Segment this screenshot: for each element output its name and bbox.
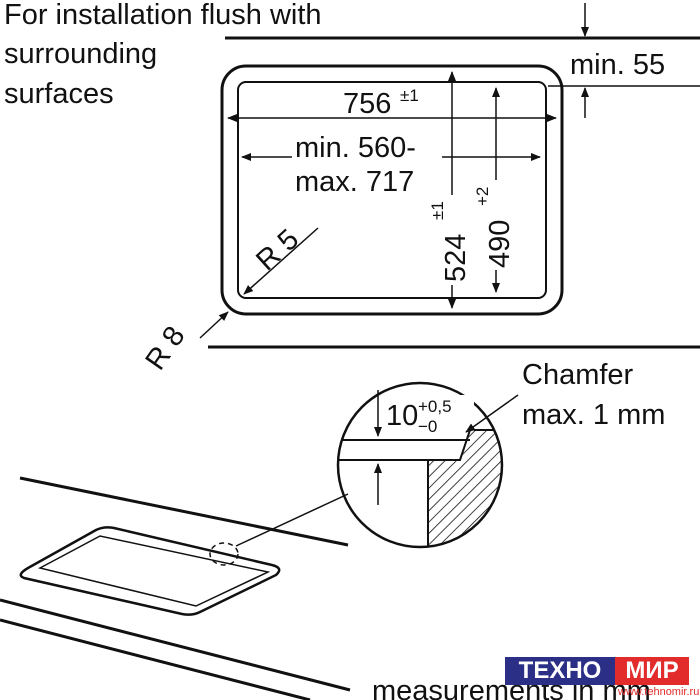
- chamfer-line1: Chamfer: [522, 359, 634, 391]
- perspective-edge-bottom-1: [0, 598, 351, 692]
- dim-490-value: 490: [484, 220, 516, 268]
- perspective-cutout-inner: [37, 535, 271, 607]
- dim-524-tol: ±1: [428, 201, 447, 220]
- cutout-inner: [237, 81, 547, 299]
- chamfer-line2: max. 1 mm: [522, 399, 665, 431]
- caption-line-3: surfaces: [4, 78, 114, 110]
- watermark-logo: ТЕХНО МИР: [505, 657, 689, 685]
- min55-label: min. 55: [570, 49, 665, 81]
- detail-depth-tol-minus: −0: [418, 417, 437, 436]
- dim-560-line1: min. 560-: [295, 132, 416, 164]
- watermark-url: www.tehnomir.ru: [618, 686, 700, 698]
- dim-560-line2: max. 717: [295, 166, 414, 198]
- r5-leader: [243, 227, 319, 295]
- perspective-cutout-outer: [19, 526, 281, 616]
- detail-depth-tol-plus: +0,5: [418, 397, 452, 416]
- perspective-edge-top: [19, 476, 349, 547]
- watermark-right: МИР: [615, 657, 689, 685]
- caption-line-2: surrounding: [4, 38, 157, 70]
- r5-label: R 5: [250, 223, 305, 277]
- chamfer-leader: [465, 394, 519, 433]
- detail-leader: [235, 493, 349, 547]
- dim-490-tol: +2: [473, 187, 492, 206]
- r8-label: R 8: [140, 321, 192, 376]
- dim-756-tol: ±1: [400, 86, 419, 105]
- dim-524-value: 524: [440, 234, 472, 282]
- perspective-edge-bottom-2: [0, 618, 311, 700]
- caption-line-1: For installation flush with: [4, 0, 322, 31]
- r8-leader: [199, 311, 229, 339]
- dim-756-value: 756: [343, 88, 391, 120]
- cutout-outer: [220, 64, 564, 316]
- watermark-left: ТЕХНО: [505, 657, 615, 685]
- detail-marker: [209, 542, 239, 566]
- detail-depth-value: 10: [386, 400, 418, 432]
